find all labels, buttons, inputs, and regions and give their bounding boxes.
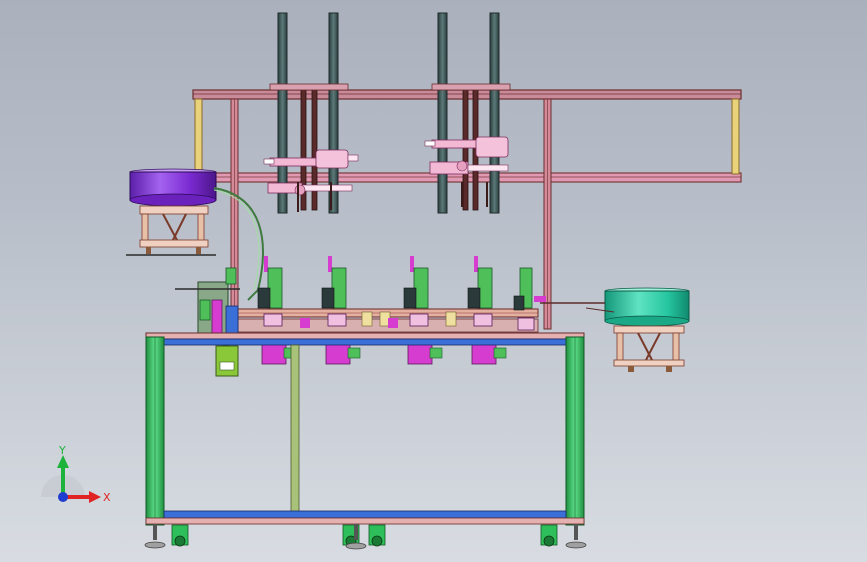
process-stations xyxy=(175,256,546,377)
pink-cylinder-actuators xyxy=(263,136,509,212)
station-loader xyxy=(175,267,240,377)
station-unloader xyxy=(513,267,546,331)
right-vibratory-feeder xyxy=(540,287,690,372)
casters xyxy=(171,524,558,547)
triad-y-arrow xyxy=(57,455,69,468)
triad-origin xyxy=(58,492,68,502)
triad-y-label: Y xyxy=(58,444,66,457)
triad-x-arrow xyxy=(89,491,101,503)
station-1 xyxy=(257,256,297,365)
leveling-feet xyxy=(144,524,587,550)
station-2 xyxy=(321,256,361,365)
coordinate-triad: Y X xyxy=(41,444,111,504)
triad-x-label: X xyxy=(103,491,111,504)
station-3 xyxy=(403,256,443,365)
left-vibratory-feeder xyxy=(126,168,264,301)
station-4 xyxy=(467,256,507,365)
vertical-actuator-columns xyxy=(269,12,511,214)
base-table-frame xyxy=(145,332,585,526)
